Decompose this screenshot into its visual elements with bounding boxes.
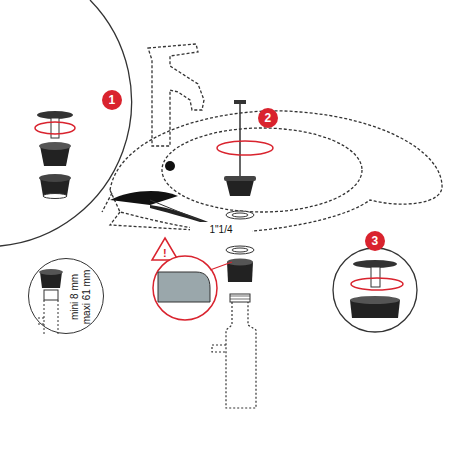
- thread-size: 1"1/4: [210, 225, 233, 235]
- dimension: mini 8 mm: [70, 274, 80, 320]
- warning-mark: !: [163, 248, 167, 259]
- inset-circle: mini 8 mmmaxi 61 mmmini 8 mmmaxi 61 mm: [28, 258, 104, 334]
- callout-number: 1: [109, 94, 116, 106]
- callout-number: 3: [372, 235, 379, 247]
- callout-number: 2: [265, 112, 272, 124]
- dimension: maxi 61 mm: [82, 270, 92, 324]
